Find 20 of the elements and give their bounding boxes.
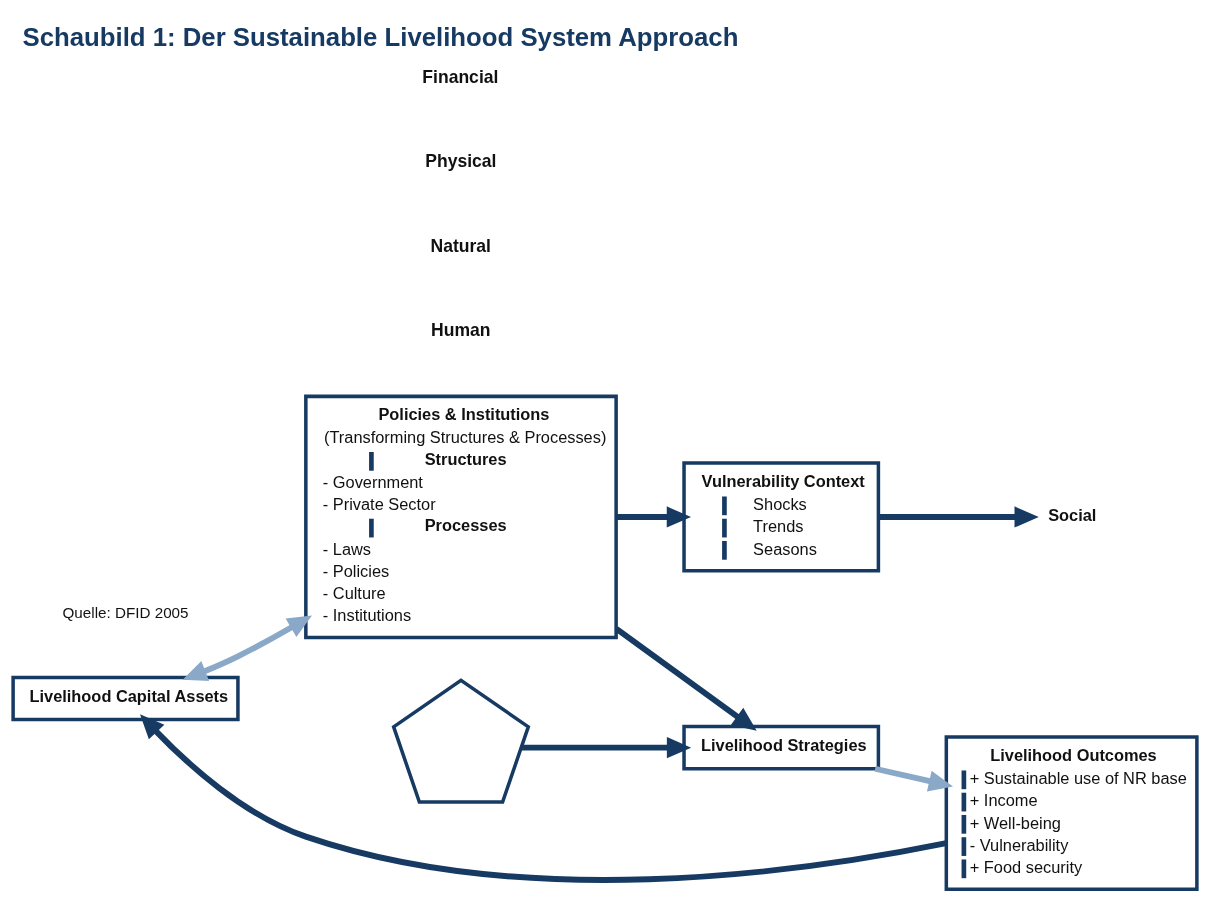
diagram-title: Schaubild 1: Der Sustainable Livelihood System Approach bbox=[22, 22, 739, 51]
arrow bbox=[878, 505, 1039, 528]
arrow bbox=[874, 765, 953, 791]
arrow bbox=[140, 713, 947, 883]
label: Human bbox=[431, 319, 491, 340]
caption: Quelle: DFID 2005 bbox=[62, 603, 189, 621]
arrow bbox=[521, 736, 692, 758]
arrow bbox=[182, 615, 312, 681]
label: Natural bbox=[430, 235, 492, 256]
node-box: Livelihood Strategies bbox=[682, 724, 881, 770]
node-box: Policies & Institutions (Transforming Structures & Processes) Structures - Government - Private Sector Processes - Laws - Policies - Culture - Institutions bbox=[304, 394, 618, 639]
node-text: Social bbox=[1048, 505, 1097, 524]
label: Financial bbox=[422, 66, 499, 87]
node-box: Livelihood Outcomes + Sustainable use of NR base + Income + Well-being - Vulnerability + Food security bbox=[944, 734, 1199, 891]
label: Physical bbox=[425, 150, 497, 171]
node-box: Livelihood Capital Assets bbox=[11, 675, 240, 721]
arrow bbox=[614, 626, 757, 731]
arrow bbox=[616, 505, 692, 528]
node-box: Vulnerability Context Shocks Trends Seasons bbox=[682, 460, 881, 573]
node-pentagon bbox=[391, 677, 531, 804]
